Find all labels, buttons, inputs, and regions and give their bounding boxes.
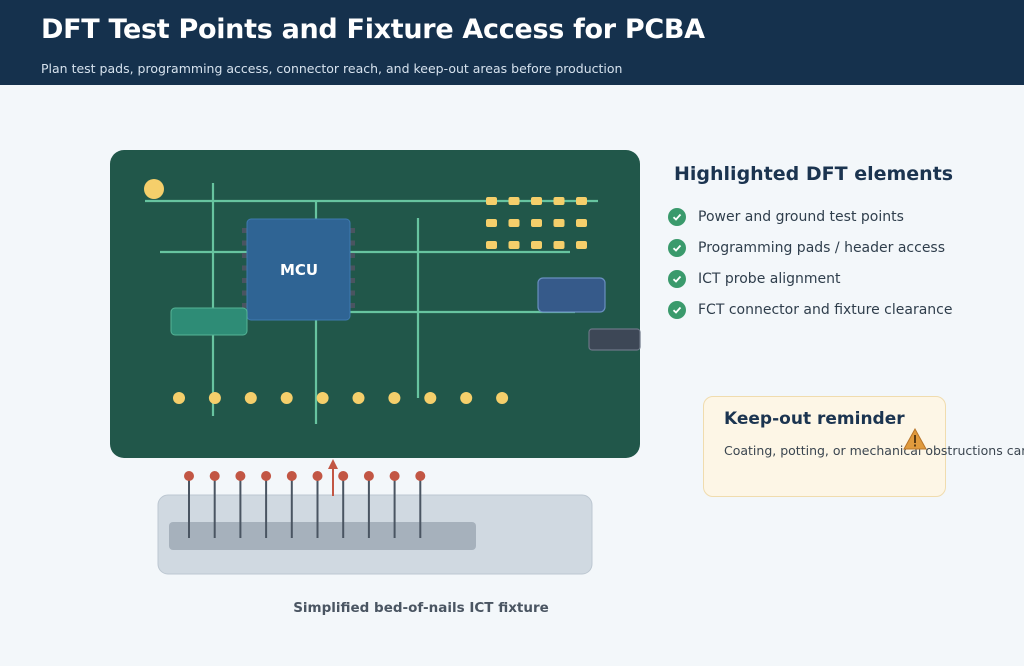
keepout-text: Coating, potting, or mechanical obstruct… — [724, 443, 1024, 458]
fixture-plate — [169, 522, 476, 550]
page-title: DFT Test Points and Fixture Access for P… — [41, 14, 705, 45]
programming-pad — [508, 219, 520, 227]
programming-pads — [486, 197, 587, 249]
passive-component — [170, 307, 248, 336]
check-icon — [668, 300, 686, 319]
probe-tip — [312, 471, 323, 481]
check-icon — [668, 238, 686, 257]
programming-pad — [553, 219, 565, 227]
test-point — [208, 392, 221, 404]
probe-tip — [415, 471, 426, 481]
programming-pad — [576, 219, 587, 227]
programming-pad — [486, 197, 497, 205]
probe-tip — [363, 471, 374, 481]
checklist-item-label: Power and ground test points — [698, 208, 904, 225]
test-point — [424, 392, 437, 404]
programming-pad — [553, 197, 565, 205]
mcu-pin — [242, 278, 247, 283]
mcu-pin — [242, 290, 247, 296]
mcu-pin — [350, 253, 355, 258]
mcu-pin — [242, 303, 247, 308]
header-bar: DFT Test Points and Fixture Access for P… — [0, 0, 1024, 85]
check-icon — [668, 207, 686, 226]
mcu-chip — [246, 218, 351, 321]
probe-tip — [235, 471, 246, 481]
checklist-item: Programming pads / header access — [668, 232, 952, 263]
mcu-pin — [350, 265, 355, 271]
keepout-title: Keep-out reminder — [724, 409, 905, 429]
checklist-item: Power and ground test points — [668, 201, 952, 232]
test-point — [460, 392, 473, 404]
programming-pad — [531, 241, 542, 249]
programming-pad — [486, 241, 497, 249]
test-point — [352, 392, 365, 404]
fct-connector — [588, 328, 641, 351]
mcu-pin — [242, 228, 247, 233]
test-point — [244, 392, 257, 404]
probe-tip — [261, 471, 272, 481]
test-point — [173, 392, 185, 404]
probe-tip — [209, 471, 220, 481]
probe-tip — [286, 471, 297, 481]
pcb-board — [110, 150, 640, 458]
programming-pad — [553, 241, 565, 249]
fiducial-marker — [144, 179, 164, 199]
checklist-item-label: FCT connector and fixture clearance — [698, 301, 953, 318]
mcu-pin — [350, 290, 355, 296]
dft-checklist: Power and ground test points Programming… — [668, 201, 952, 325]
checklist-item: ICT probe alignment — [668, 263, 952, 294]
probe-tip — [338, 471, 349, 481]
arrow-head — [328, 459, 338, 469]
mcu-pin — [242, 265, 247, 271]
test-point — [316, 392, 329, 404]
test-point — [280, 392, 293, 404]
probe-tip — [184, 471, 194, 481]
ict-probes — [184, 471, 426, 538]
fct-component — [537, 277, 606, 313]
fixture-caption: Simplified bed-of-nails ICT fixture — [293, 600, 549, 616]
check-icon — [668, 269, 686, 288]
checklist-item-label: ICT probe alignment — [698, 270, 841, 287]
mcu-pin — [350, 303, 355, 308]
mcu-pins — [242, 228, 355, 308]
programming-pad — [508, 241, 520, 249]
test-point — [388, 392, 401, 404]
programming-pad — [531, 197, 542, 205]
alignment-arrow — [328, 459, 338, 496]
checklist-item-label: Programming pads / header access — [698, 239, 946, 256]
probe-tip — [389, 471, 400, 481]
mcu-pin — [350, 278, 355, 283]
mcu-pin — [350, 228, 355, 233]
mcu-label: MCU — [280, 261, 318, 279]
mcu-pin — [350, 240, 355, 246]
page-subtitle: Plan test pads, programming access, conn… — [41, 61, 623, 76]
test-points-row — [173, 392, 509, 404]
programming-pad — [508, 197, 520, 205]
programming-pad — [531, 219, 542, 227]
warning-icon — [903, 428, 927, 450]
programming-pad — [576, 241, 587, 249]
test-point — [496, 392, 509, 404]
mcu-pin — [242, 240, 247, 246]
mcu-pin — [242, 253, 247, 258]
dft-elements-title: Highlighted DFT elements — [674, 163, 954, 185]
programming-pad — [486, 219, 497, 227]
programming-pad — [576, 197, 587, 205]
checklist-item: FCT connector and fixture clearance — [668, 294, 952, 325]
